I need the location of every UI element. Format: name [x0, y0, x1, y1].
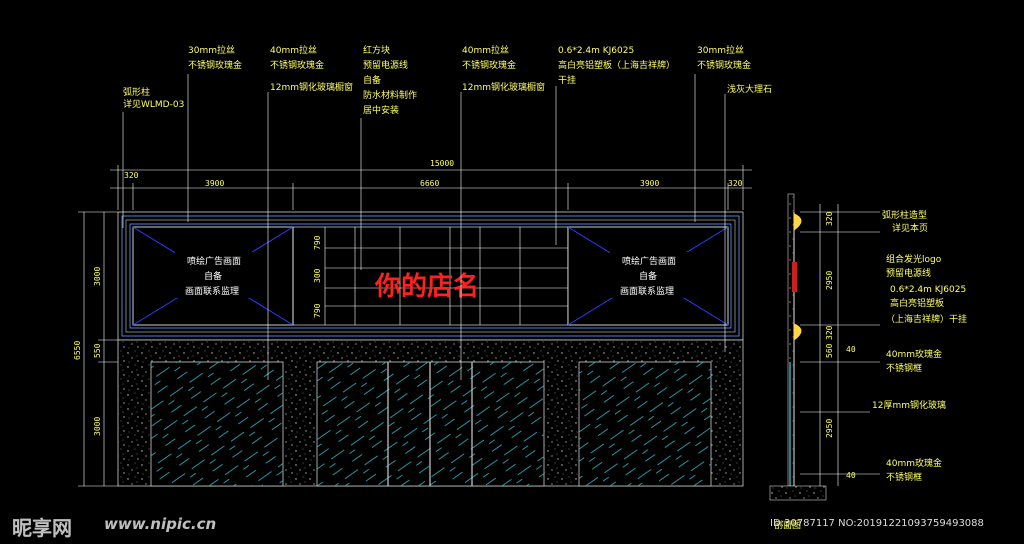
signboard-frame: [117, 211, 744, 341]
callout-aluminum-2: 高白亮铝塑板（上海吉祥牌）: [558, 59, 675, 71]
section-note-frame-bottom-1: 40mm玫瑰金: [886, 457, 942, 469]
right-ad-line1: 喷绘广告画面: [622, 255, 676, 267]
dim-right-margin: 320: [728, 179, 743, 188]
section-dim-3: 560: [825, 343, 834, 358]
callout-brushed-left2-2: 不锈钢玫瑰金: [270, 59, 324, 71]
callout-aluminum-1: 0.6*2.4m KJ6025: [558, 46, 634, 56]
callout-marble: 浅灰大理石: [727, 83, 772, 95]
right-ad-line3: 画面联系监理: [620, 285, 674, 297]
section-dim-2: 2950: [825, 271, 834, 290]
callout-red-block-4: 防水材料制作: [363, 89, 417, 101]
section-note-frame-top-2: 不锈钢框: [886, 362, 922, 374]
callout-red-block-2: 预留电源线: [363, 59, 408, 71]
callout-brushed-right-2: 不锈钢玫瑰金: [697, 59, 751, 71]
dim-height-upper: 3000: [93, 267, 102, 286]
dim-height-mid: 550: [93, 343, 102, 358]
callout-brushed-mid-2: 不锈钢玫瑰金: [462, 59, 516, 71]
section-note-frame-bottom-2: 不锈钢框: [886, 471, 922, 483]
callout-brushed-mid-3: 12mm钢化玻璃橱窗: [462, 81, 545, 93]
watermark-id: ID:30787117 NO:20191221093759493088: [770, 518, 984, 529]
left-ad-line3: 画面联系监理: [185, 285, 239, 297]
callout-red-block-5: 居中安装: [363, 104, 399, 116]
dim-left-margin: 320: [124, 171, 139, 180]
section-note-aluminum-2: 高白亮铝塑板: [890, 297, 944, 309]
section-view: [769, 193, 827, 501]
dim-right-panel: 3900: [640, 179, 659, 188]
section-dim-1: 320: [825, 211, 834, 226]
glass-window-left: [150, 361, 284, 487]
left-ad-line2: 自备: [204, 270, 222, 282]
callout-arc-column-1: 弧形柱: [123, 86, 150, 98]
shop-name: 你的店名: [374, 271, 479, 302]
dim-left-panel: 3900: [205, 179, 224, 188]
section-dim-6: 2950: [825, 419, 834, 438]
section-note-logo-2: 预留电源线: [886, 267, 931, 279]
dim-center-row3: 790: [313, 303, 322, 318]
dim-center-panel: 6660: [420, 179, 439, 188]
section-note-aluminum-3: （上海吉祥牌）干挂: [886, 313, 967, 325]
dim-height-total: 6550: [73, 341, 82, 360]
leader-lines: [122, 74, 726, 380]
section-note-aluminum-1: 0.6*2.4m KJ6025: [890, 285, 966, 295]
dim-center-row2: 300: [313, 268, 322, 283]
top-dimensions: [110, 165, 752, 210]
callout-aluminum-3: 干挂: [558, 74, 576, 86]
callout-brushed-right-1: 30mm拉丝: [697, 44, 744, 56]
glass-doors-center: [316, 361, 545, 487]
callout-brushed-left2-3: 12mm钢化玻璃橱窗: [270, 81, 353, 93]
right-ad-line2: 自备: [639, 270, 657, 282]
section-note-arc-2: 详见本页: [892, 222, 928, 234]
callout-red-block-3: 自备: [363, 74, 381, 86]
dim-height-lower: 3000: [93, 417, 102, 436]
section-note-frame-top-1: 40mm玫瑰金: [886, 348, 942, 360]
section-title: 剖面图: [774, 519, 801, 531]
dim-total-width: 15000: [430, 159, 454, 168]
section-dim-4: 320: [825, 325, 834, 340]
dim-center-row1: 790: [313, 235, 322, 250]
section-dim-5: 40: [846, 345, 856, 354]
right-ad-panel: [567, 226, 729, 326]
section-note-glass: 12厚mm钢化玻璃: [872, 399, 946, 411]
watermark-url: www.nipic.cn: [104, 515, 217, 533]
section-note-arc-1: 弧形柱造型: [882, 209, 927, 221]
callout-arc-column-2: 详见WLMD-03: [123, 98, 184, 110]
watermark-logo: 昵享网: [12, 516, 72, 540]
left-dimensions: [78, 211, 118, 487]
center-sign-panel: [292, 226, 569, 326]
section-note-logo-1: 组合发光logo: [886, 253, 942, 265]
section-dim-7: 40: [846, 471, 856, 480]
section-dimension-lines: [800, 204, 880, 486]
glass-window-right: [578, 361, 712, 487]
callout-brushed-left2-1: 40mm拉丝: [270, 44, 317, 56]
left-ad-line1: 喷绘广告画面: [187, 255, 241, 267]
callout-brushed-left-1: 30mm拉丝: [188, 44, 235, 56]
callout-red-block-1: 红方块: [363, 44, 390, 56]
callout-brushed-mid-1: 40mm拉丝: [462, 44, 509, 56]
callout-brushed-left-2: 不锈钢玫瑰金: [188, 59, 242, 71]
